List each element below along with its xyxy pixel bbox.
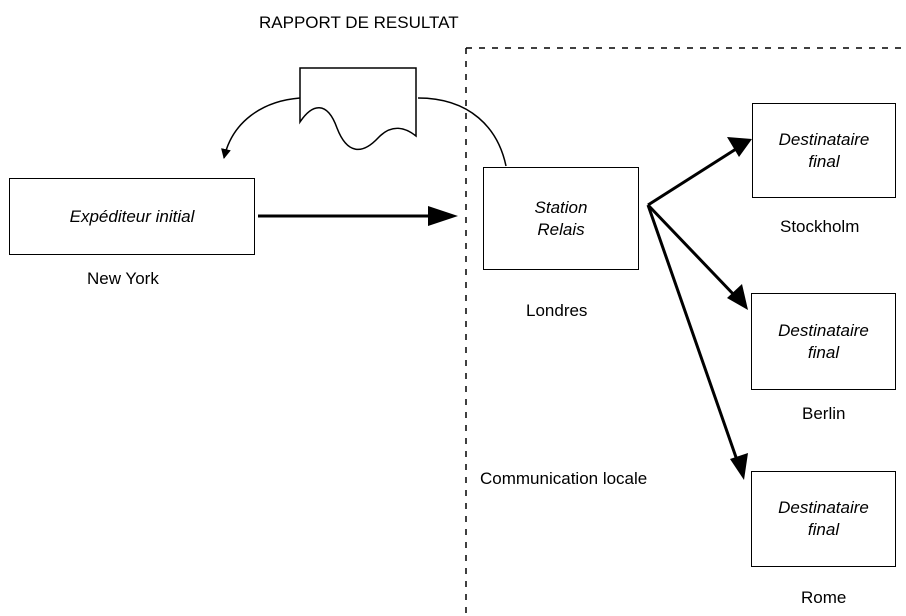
recipient-city-berlin: Berlin: [802, 404, 846, 423]
relay-city-label: Londres: [526, 301, 588, 320]
report-arrow-to-sender: [221, 97, 301, 159]
arrow-relay-to-berlin: [646, 203, 738, 299]
arrow-head-sender-to-relay: [428, 206, 458, 226]
recipient-box-rome: Destinataire final: [751, 471, 896, 567]
arrow-head-relay-to-rome: [730, 453, 748, 480]
local-zone-boundary: [465, 47, 906, 616]
arrow-relay-to-rome: [646, 204, 740, 464]
report-return-arc: [417, 97, 507, 167]
recipient-city-stockholm: Stockholm: [780, 217, 860, 236]
document-icon: [299, 67, 417, 151]
recipient-city-rome: Rome: [801, 588, 847, 607]
arrow-head-relay-to-berlin: [727, 284, 748, 310]
relay-box: Station Relais: [483, 167, 639, 270]
local-zone-label: Communication locale: [480, 469, 648, 488]
recipient-box-berlin: Destinataire final: [751, 293, 896, 390]
arrow-head-relay-to-stockholm: [727, 137, 752, 157]
sender-box: Expéditeur initial: [9, 178, 255, 255]
recipient-box-stockholm: Destinataire final: [752, 103, 896, 198]
sender-city-label: New York: [87, 269, 159, 288]
arrow-relay-to-stockholm: [647, 147, 737, 207]
diagram-title: RAPPORT DE RESULTAT: [259, 13, 459, 32]
